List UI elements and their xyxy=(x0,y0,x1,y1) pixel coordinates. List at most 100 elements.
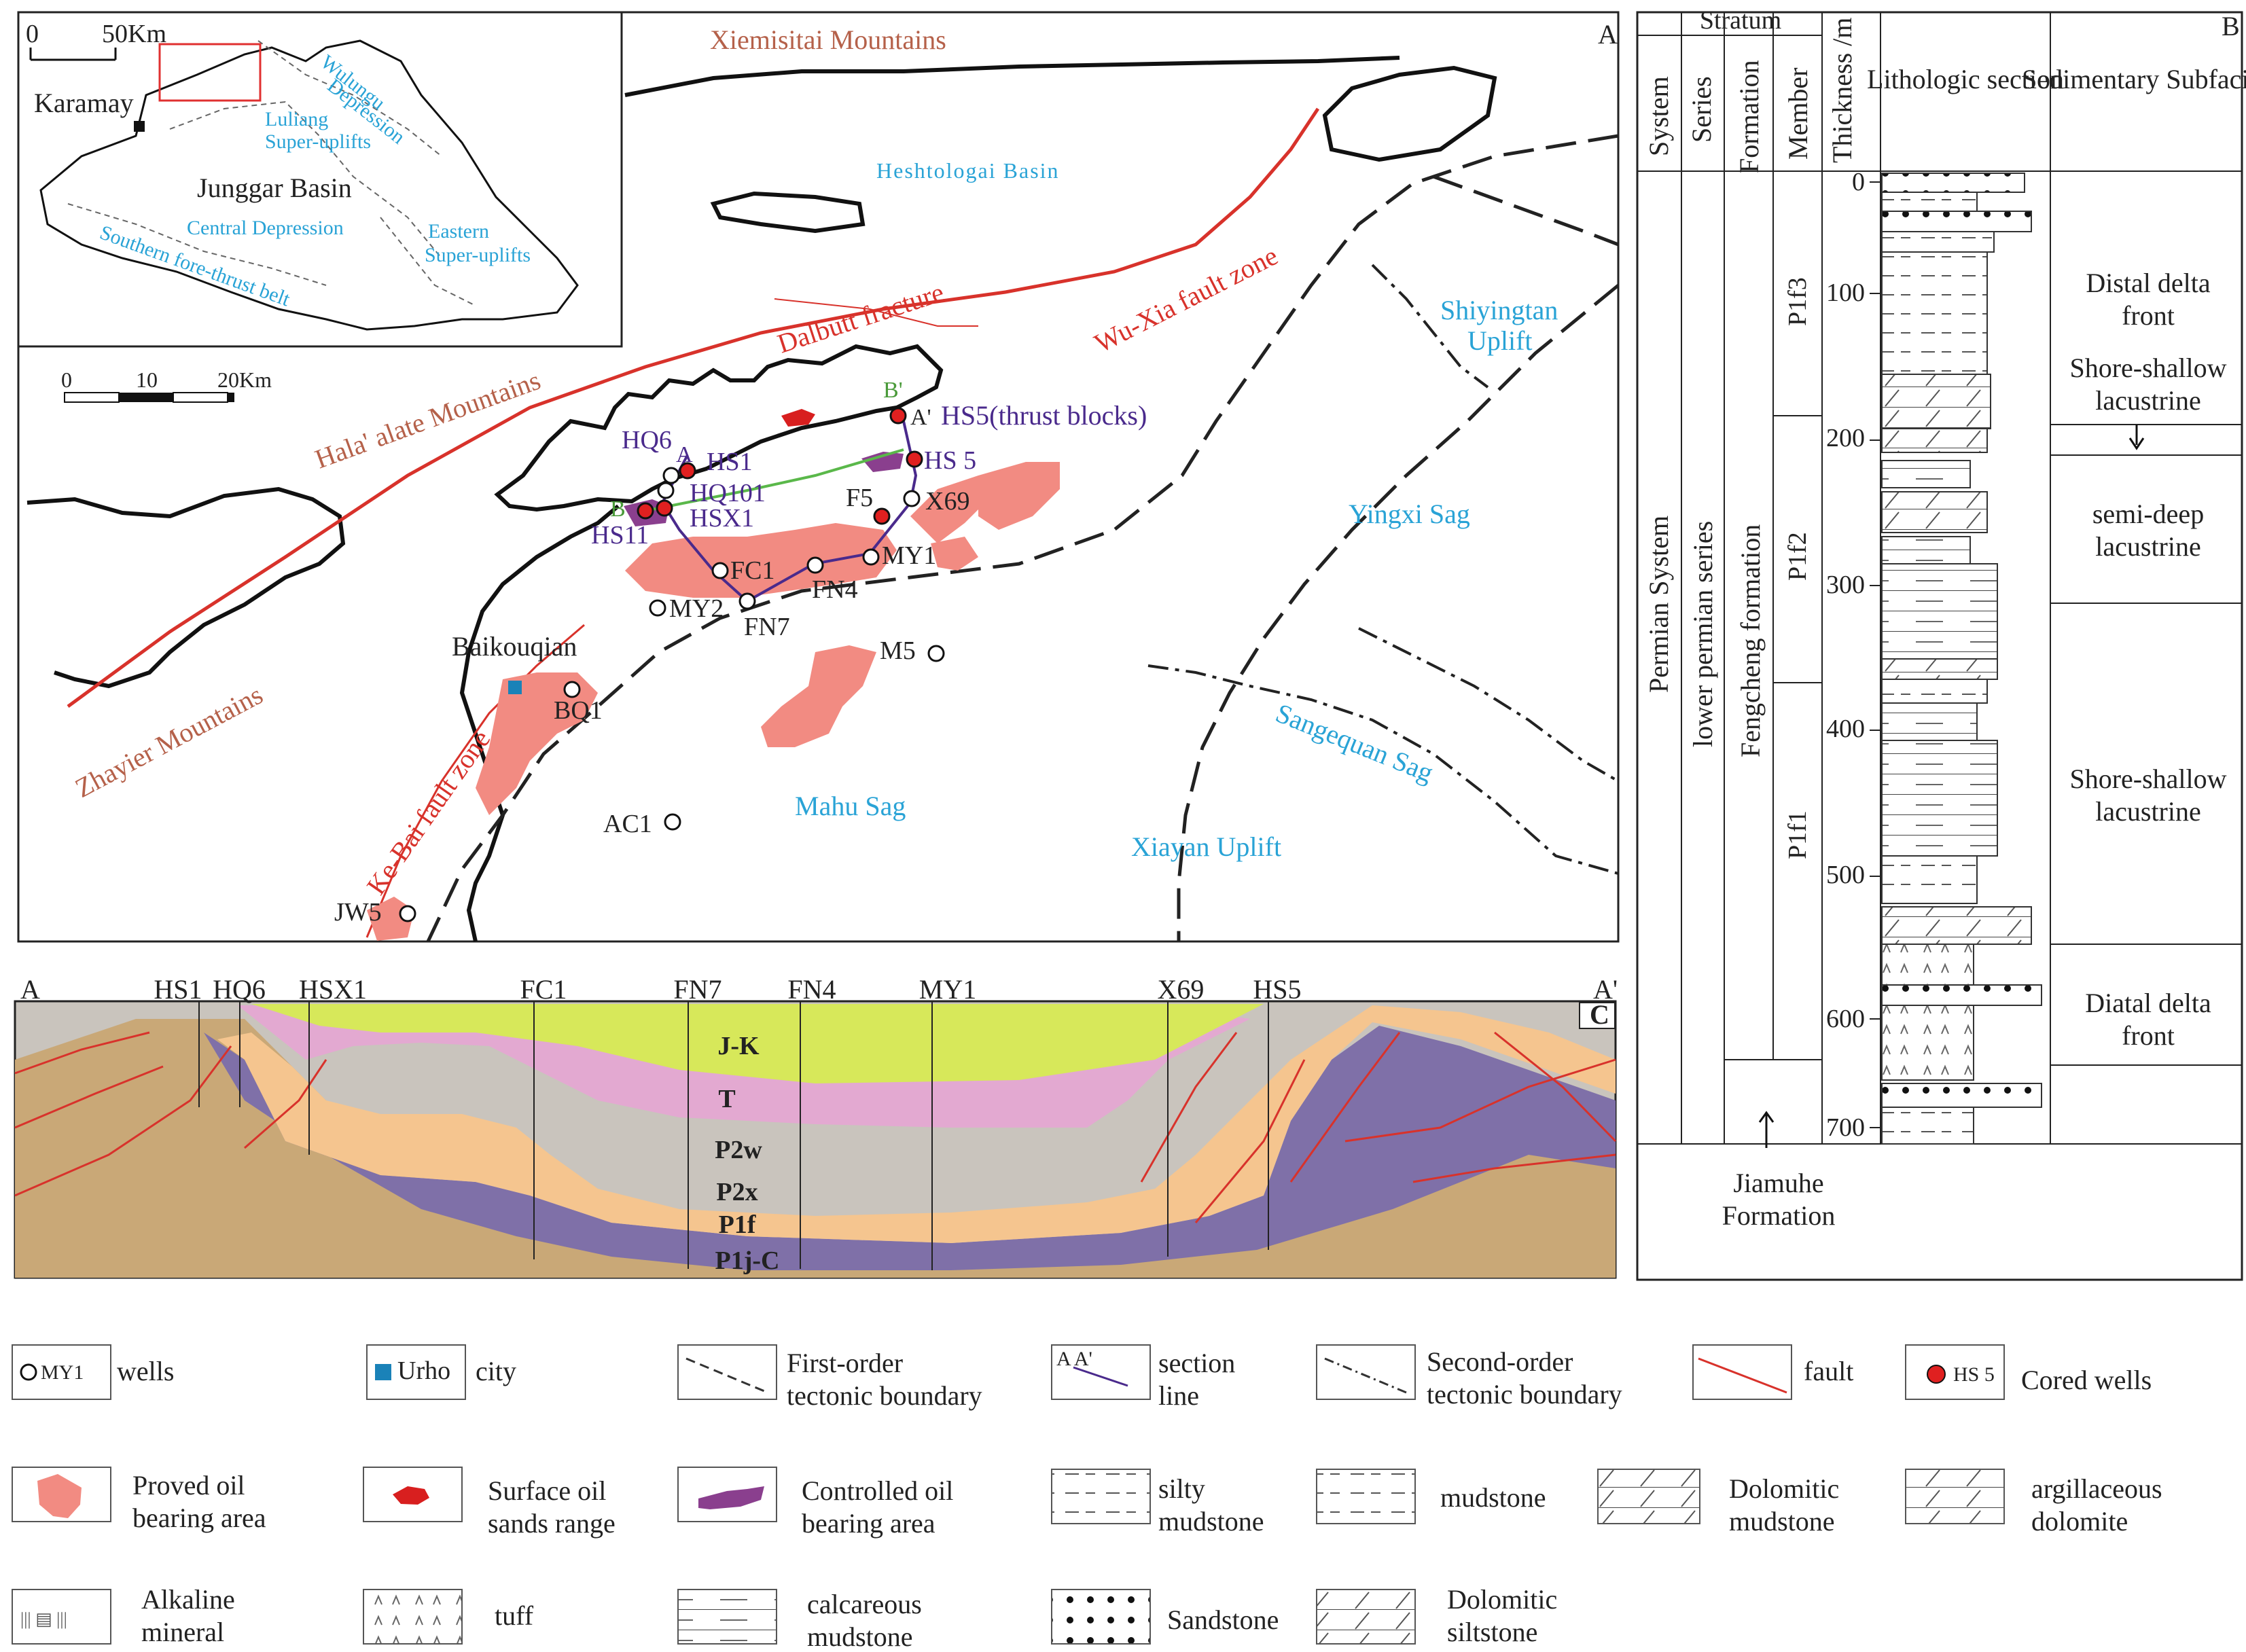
inset-basin-outline xyxy=(39,39,579,331)
depth-label: 400 xyxy=(1826,715,1865,743)
well-marker xyxy=(738,592,756,610)
well-label: HS1 xyxy=(707,448,753,476)
section-layer-label: P2x xyxy=(716,1178,757,1206)
second-order-boundary-1 xyxy=(1371,264,1489,389)
inset-internal-boundary-3 xyxy=(67,203,327,286)
panel-letter-a: A xyxy=(1598,19,1618,50)
lithology-column xyxy=(1881,173,2042,1145)
legend-symbol-text: HS 5 xyxy=(1953,1363,1995,1386)
cored-well-marker xyxy=(906,450,923,468)
basin-west-margin xyxy=(459,504,620,942)
formation-label: Fengcheng formation xyxy=(1735,524,1766,757)
surface-oil-sands xyxy=(781,409,815,427)
well-label: FN4 xyxy=(812,575,858,604)
column-header: Sedimentary Subfacies xyxy=(2022,64,2246,94)
inset-unit-label: Super-uplifts xyxy=(265,130,371,153)
legend-label: fault xyxy=(1804,1356,1853,1386)
unit-label: Xiayan Uplift xyxy=(1131,831,1281,862)
well-marker xyxy=(711,562,729,579)
fault-wu-xia-splay xyxy=(774,298,978,327)
legend-label: Sandstone xyxy=(1167,1604,1279,1635)
inset-unit-label: Super-uplifts xyxy=(425,244,531,266)
inset-map xyxy=(17,11,623,348)
map-scale-bar xyxy=(64,392,234,403)
cored-well-marker xyxy=(656,499,673,517)
legend-symbol-text: A A' xyxy=(1056,1348,1092,1370)
panel-letter-c: C xyxy=(1590,999,1609,1030)
legend-label: mudstone xyxy=(1440,1482,1546,1513)
inset-unit-label: Central Depression xyxy=(187,217,344,239)
ridge-2 xyxy=(624,56,1400,97)
well-marker xyxy=(563,681,581,698)
unit-label: Uplift xyxy=(1467,325,1533,356)
section-well-label: FC1 xyxy=(520,974,567,1005)
unit-label: Yingxi Sag xyxy=(1349,499,1470,529)
unit-label: Mahu Sag xyxy=(795,791,906,821)
depth-label: 600 xyxy=(1826,1005,1865,1033)
legend-symbol-text: Urho xyxy=(397,1357,450,1385)
legend: ||| ▤ ||| xyxy=(12,1344,2005,1645)
svg-text:||| ▤ |||: ||| ▤ ||| xyxy=(20,1609,67,1629)
section-well-label: MY1 xyxy=(919,974,976,1005)
well-label: M5 xyxy=(880,636,916,665)
well-label: MY1 xyxy=(882,541,936,570)
map-scale-label: 20Km xyxy=(217,367,272,392)
inset-scale-zero: 0 xyxy=(26,20,39,48)
oil-area-5 xyxy=(761,645,876,747)
well-marker xyxy=(662,467,680,484)
depth-label: 200 xyxy=(1826,424,1865,452)
stratum-header: Stratum xyxy=(1700,6,1781,35)
city-marker xyxy=(508,681,522,694)
thickness-ticks xyxy=(1870,181,1880,1128)
west-hills-outline xyxy=(26,486,346,689)
cored-well-marker xyxy=(889,407,907,425)
column-header: Thickness /m xyxy=(1827,18,1857,163)
second-order-boundary-2 xyxy=(1147,664,1619,875)
depth-label: 700 xyxy=(1826,1113,1865,1142)
inset-unit-label: Eastern xyxy=(428,220,489,243)
well-marker xyxy=(399,905,416,922)
inset-city-label: Karamay xyxy=(34,88,134,118)
map-panel xyxy=(17,11,1620,943)
legend-label: Cored wells xyxy=(2021,1365,2152,1395)
well-label: X69 xyxy=(925,487,969,516)
member-label: P1f3 xyxy=(1783,277,1812,326)
well-label: HQ101 xyxy=(690,479,766,507)
member-label: P1f2 xyxy=(1783,532,1812,581)
unit-label: Shiyingtan xyxy=(1440,295,1558,325)
well-marker xyxy=(657,482,675,499)
well-marker xyxy=(862,548,880,566)
oil-area-1 xyxy=(625,523,897,598)
depth-label: 300 xyxy=(1826,571,1865,599)
well-label: FN7 xyxy=(744,613,790,641)
section-layer-label: P1f xyxy=(719,1210,757,1239)
legend-label: tuff xyxy=(495,1600,534,1631)
cored-well-marker xyxy=(679,462,696,480)
section-end-label: B' xyxy=(883,378,903,403)
well-label: HS 5 xyxy=(924,446,976,475)
column-panel xyxy=(1636,11,2243,1281)
legend-symbol-text: MY1 xyxy=(41,1361,84,1384)
depth-label: 0 xyxy=(1852,168,1865,196)
well-marker xyxy=(927,645,945,662)
inset-scale-length: 50Km xyxy=(102,20,166,48)
first-order-boundary-2 xyxy=(1177,284,1620,941)
section-well-label: HS5 xyxy=(1253,974,1301,1005)
inset-basin-label: Junggar Basin xyxy=(197,173,352,203)
series-label: lower permian series xyxy=(1688,521,1718,747)
well-label: HS11 xyxy=(591,521,649,550)
oil-area-4 xyxy=(931,537,978,571)
inset-unit-label: Luliang xyxy=(265,108,328,130)
